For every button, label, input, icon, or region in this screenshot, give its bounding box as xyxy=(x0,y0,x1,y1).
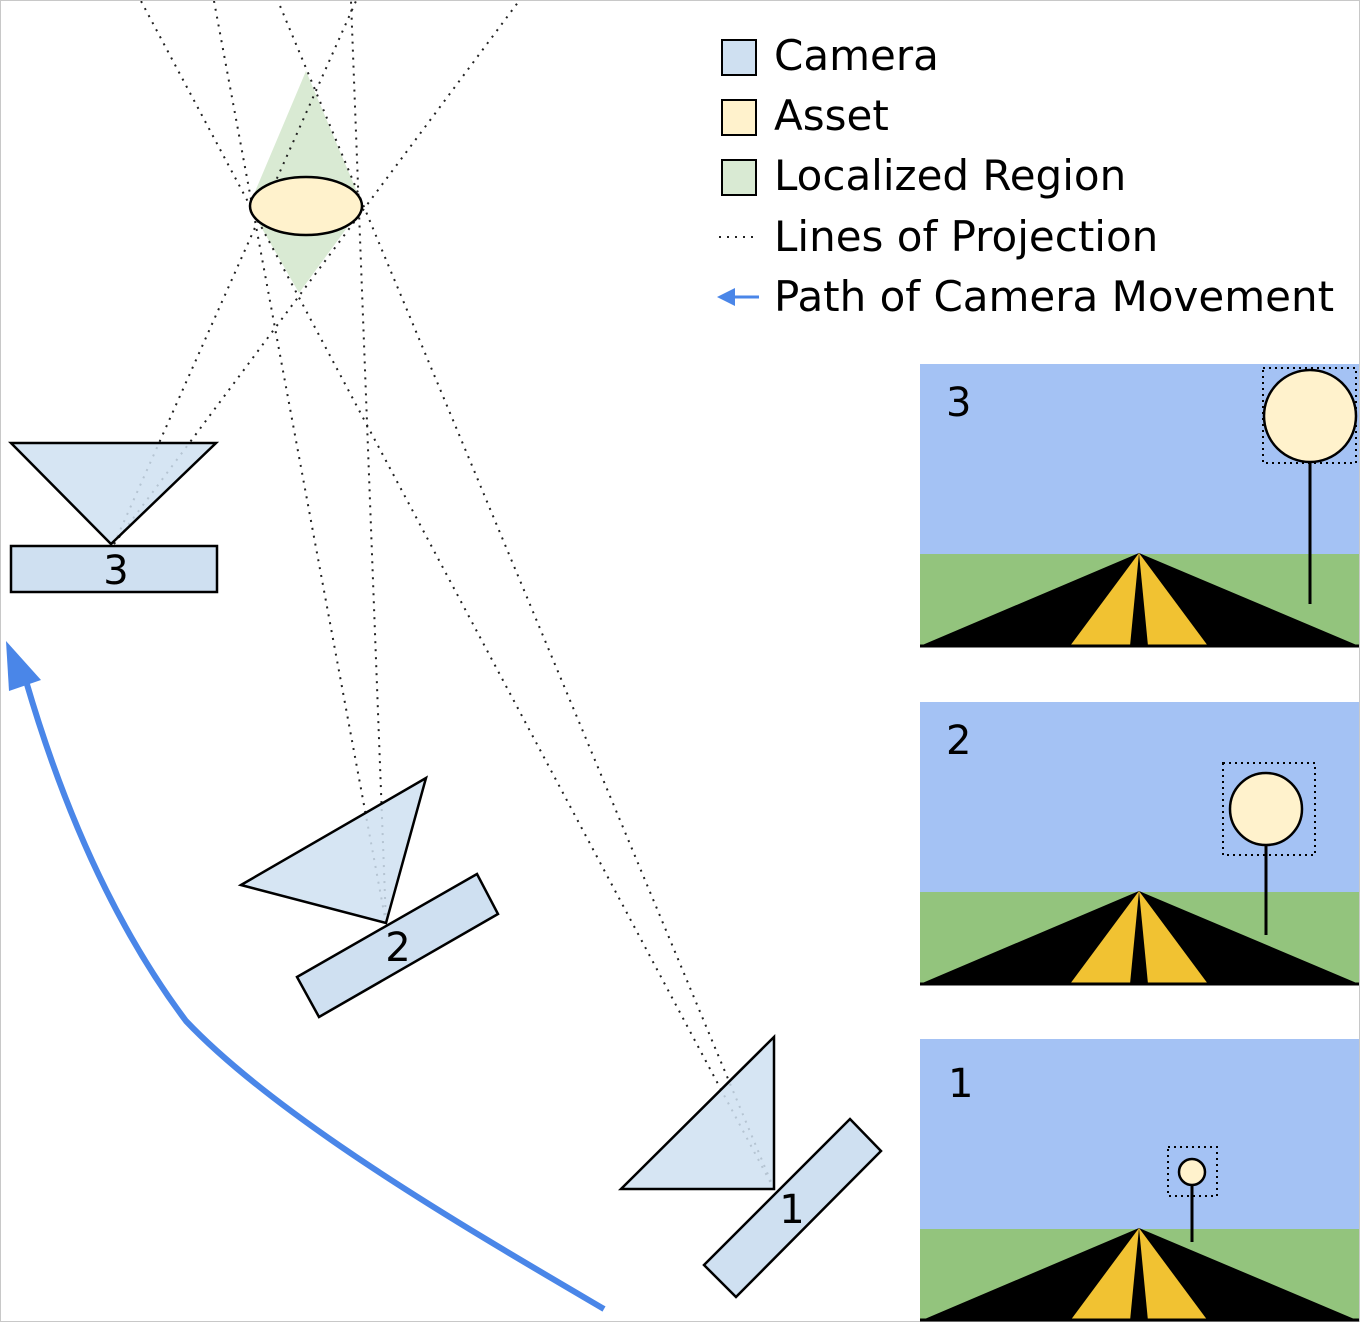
legend-camera-label: Camera xyxy=(774,31,939,80)
panel-sky xyxy=(920,1039,1359,1229)
asset-circle xyxy=(1262,368,1358,464)
panel-road xyxy=(920,1228,1359,1321)
asset-bounding-box xyxy=(1222,762,1316,856)
camera-3-body xyxy=(9,544,219,594)
asset-ellipse xyxy=(248,175,364,237)
panel-road-stripe-right xyxy=(1139,1228,1208,1321)
legend-projection-label: Lines of Projection xyxy=(774,212,1158,261)
camera-movement-path xyxy=(6,641,606,1312)
camera-3-label: 3 xyxy=(103,548,128,594)
legend-region-label: Localized Region xyxy=(774,151,1126,200)
legend-path-swatch xyxy=(717,288,759,306)
legend-path-label: Path of Camera Movement xyxy=(774,272,1334,321)
panel-2-label: 2 xyxy=(946,718,971,764)
camera-1-label: 1 xyxy=(779,1187,804,1233)
view-panel-1: 1 xyxy=(920,1039,1359,1322)
camera-1-lens xyxy=(617,1033,776,1191)
camera-2-label: 2 xyxy=(385,925,410,971)
camera-1: 1 xyxy=(617,1033,883,1299)
legend-region-swatch xyxy=(721,159,757,196)
panel-1-label: 1 xyxy=(948,1061,973,1107)
panel-road xyxy=(920,891,1359,984)
projection-line xyxy=(350,1,387,924)
panel-road-stripe-right xyxy=(1139,553,1208,646)
camera-1-body xyxy=(702,1117,883,1299)
camera-3-lens xyxy=(8,441,220,546)
panel-road-stripe-right xyxy=(1139,891,1208,984)
legend-asset-label: Asset xyxy=(774,91,889,140)
legend-asset-swatch xyxy=(721,99,757,136)
view-panel-2: 2 xyxy=(920,702,1359,986)
legend: Camera Asset Localized Region Lines of P… xyxy=(717,31,1334,321)
asset-circle xyxy=(1228,771,1304,847)
movement-path-curve xyxy=(23,680,606,1312)
panel-road xyxy=(920,553,1359,646)
panel-road-stripe-left xyxy=(1070,1228,1139,1321)
asset-bounding-box xyxy=(1167,1146,1218,1197)
projection-line xyxy=(113,1,357,545)
camera-2-body xyxy=(295,872,500,1019)
movement-path-arrowhead xyxy=(6,641,41,691)
asset-circle xyxy=(1177,1157,1207,1187)
projection-line xyxy=(140,1,775,1190)
camera-3: 3 xyxy=(8,441,220,594)
legend-camera-swatch xyxy=(721,39,757,76)
asset-bounding-box xyxy=(1262,367,1357,464)
panel-3-label: 3 xyxy=(946,380,971,426)
projection-line xyxy=(277,1,775,1190)
panel-road-stripe-left xyxy=(1070,553,1139,646)
view-panel-3: 3 xyxy=(920,364,1359,648)
camera-2: 2 xyxy=(237,775,500,1019)
lines-of-projection xyxy=(113,1,775,1190)
panel-road-stripe-left xyxy=(1070,891,1139,984)
camera-2-lens xyxy=(237,775,429,925)
